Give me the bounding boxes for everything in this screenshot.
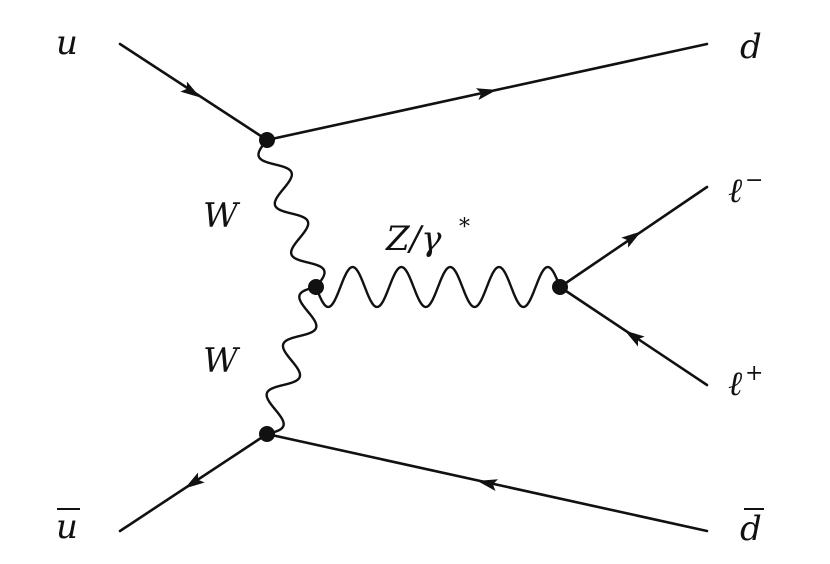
lepton-plus-arrow-icon xyxy=(624,330,645,347)
label-w-upper: W xyxy=(203,196,241,236)
d-bar-arrow-icon xyxy=(477,479,499,492)
z-gamma-boson-line xyxy=(314,265,562,309)
label-z-gamma: Z/γ * xyxy=(385,215,470,259)
label-lepton-plus: ℓ + xyxy=(728,361,763,404)
label-d-bar: d xyxy=(740,509,762,549)
lepton-minus-arrow-icon xyxy=(621,231,642,248)
w-boson-upper-line xyxy=(257,138,326,289)
label-lepton-minus: ℓ − xyxy=(728,168,763,211)
vertex-middle xyxy=(308,279,324,295)
label-d: d xyxy=(740,27,762,67)
label-u-bar: u xyxy=(56,507,78,547)
d-arrow-icon xyxy=(475,88,497,100)
label-w-lower: W xyxy=(203,341,241,381)
u-arrow-icon xyxy=(180,81,201,98)
vertex-lepton xyxy=(552,279,568,295)
vertex-bottom xyxy=(259,426,275,442)
w-boson-lower-line xyxy=(265,285,318,436)
u-bar-arrow-icon xyxy=(184,472,205,489)
vertex-top xyxy=(259,132,275,148)
label-u: u xyxy=(56,23,78,63)
